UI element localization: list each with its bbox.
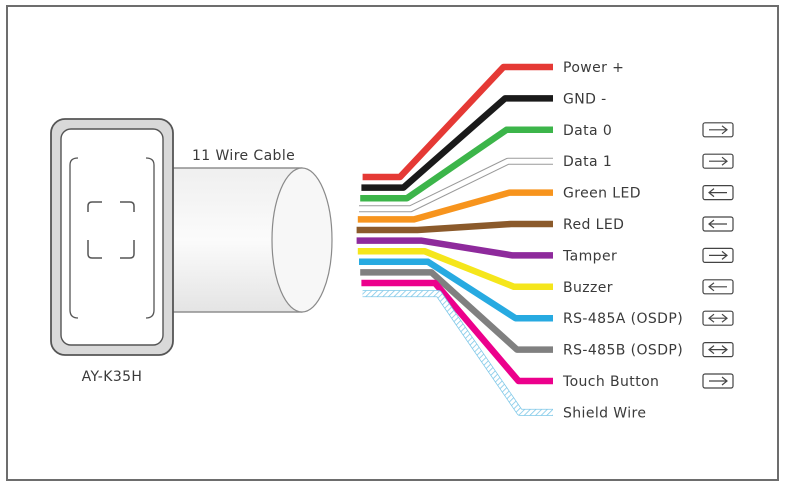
- wire-label-6: Tamper: [562, 248, 617, 264]
- arrow-in-icon: [702, 216, 734, 232]
- wire-labels-group: Power + GND - Data 0 Data 1 Green LED Red LED…: [562, 60, 683, 421]
- wire-3: [359, 158, 553, 212]
- wire-label-5: Red LED: [563, 217, 624, 233]
- arrow-out-icon: [702, 122, 734, 138]
- wire-6: [356, 237, 553, 259]
- wire-10: [361, 279, 553, 385]
- cable: [164, 167, 333, 313]
- wire-5: [356, 220, 553, 234]
- reader-device: [50, 118, 174, 356]
- wire-label-11: Shield Wire: [563, 405, 646, 421]
- wire-label-7: Buzzer: [563, 280, 613, 296]
- arrow-both-icon: [702, 310, 734, 326]
- arrow-in-icon: [702, 279, 734, 295]
- wire-label-4: Green LED: [563, 186, 641, 202]
- wire-9: [360, 269, 553, 353]
- arrow-out-icon: [702, 153, 734, 169]
- card-reader-icon: [87, 201, 135, 259]
- wire-label-9: RS-485B (OSDP): [563, 343, 683, 359]
- arrow-in-icon: [702, 185, 734, 201]
- wire-11: [362, 290, 553, 416]
- wire-label-3: Data 1: [563, 154, 612, 170]
- arrow-both-icon: [702, 342, 734, 358]
- wire-label-2: Data 0: [563, 123, 612, 139]
- wire-0: [362, 63, 553, 181]
- direction-arrows-group: [702, 122, 734, 389]
- cable-label: 11 Wire Cable: [192, 148, 295, 164]
- wire-label-10: Touch Button: [562, 374, 659, 390]
- wire-7: [357, 247, 553, 291]
- wire-8: [359, 258, 553, 322]
- wire-label-1: GND -: [563, 91, 607, 107]
- wires-group: [356, 63, 553, 416]
- cable-end: [271, 167, 333, 313]
- arrow-out-icon: [702, 373, 734, 389]
- wire-4: [357, 189, 553, 223]
- wire-2: [360, 126, 553, 202]
- device-label: AY-K35H: [82, 369, 143, 385]
- wire-label-0: Power +: [563, 60, 624, 76]
- wire-label-8: RS-485A (OSDP): [563, 311, 683, 327]
- arrow-out-icon: [702, 247, 734, 263]
- wire-1: [361, 95, 553, 191]
